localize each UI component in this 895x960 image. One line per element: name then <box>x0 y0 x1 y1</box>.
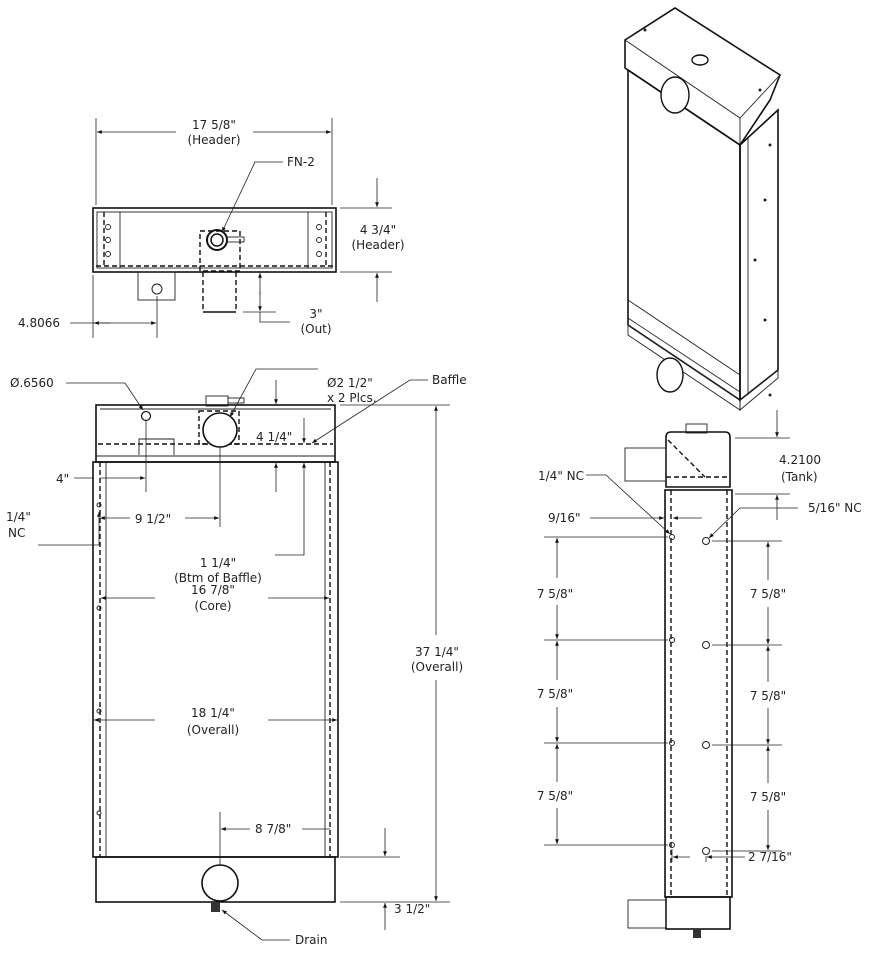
dim-tank-note: (Tank) <box>781 470 818 484</box>
side-view: 4.2100 (Tank) 1/4" NC 5/16" NC 9/16" 7 5… <box>537 410 862 938</box>
isometric-view <box>624 7 781 411</box>
dim-header-width: 17 5/8" <box>192 118 236 132</box>
dim-pitch-right-3: 7 5/8" <box>750 790 786 804</box>
dim-pitch-right-2: 7 5/8" <box>750 689 786 703</box>
dim-tank: 4.2100 <box>779 453 821 467</box>
label-nc-left-1: 1/4" <box>6 510 31 524</box>
inlet-pipe <box>202 412 238 448</box>
side-core <box>664 489 733 898</box>
dim-pitch-left-1: 7 5/8" <box>537 587 573 601</box>
dim-header-depth: 4 3/4" <box>360 223 396 237</box>
label-nc-quarter: 1/4" NC <box>538 469 584 483</box>
front-view: Ø.6560 Ø2 1/2" x 2 Plcs. Baffle 4 1/4" 1… <box>6 368 467 947</box>
dim-btm-baffle-note: (Btm of Baffle) <box>174 571 262 585</box>
iso-core-front <box>627 68 741 402</box>
dim-pitch-left-2: 7 5/8" <box>537 687 573 701</box>
mount-bracket <box>137 271 176 301</box>
dim-header-width-note: (Header) <box>187 133 240 147</box>
dim-pipe-qty: x 2 Plcs. <box>327 391 377 405</box>
dim-core-width: 16 7/8" <box>191 583 235 597</box>
outlet-pipe <box>201 864 239 902</box>
dim-hole-dia: Ø.6560 <box>10 376 54 390</box>
dim-hole-offset: 4" <box>56 472 69 486</box>
fill-neck-cap-icon <box>206 229 228 251</box>
dim-bottom-pipe-offset: 8 7/8" <box>255 822 291 836</box>
dim-right-offset: 2 7/16" <box>748 850 792 864</box>
side-bottom-tank <box>665 896 731 930</box>
dim-overall-height-note: (Overall) <box>411 660 463 674</box>
dim-overall-width-note: (Overall) <box>187 723 239 737</box>
label-baffle: Baffle <box>432 373 467 387</box>
label-nc-five-sixteenth: 5/16" NC <box>808 501 862 515</box>
side-top-tank <box>665 431 731 488</box>
core <box>92 461 339 858</box>
dim-bottom-tank: 3 1/2" <box>394 902 430 916</box>
dim-pitch-right-1: 7 5/8" <box>750 587 786 601</box>
dim-pipe-offset: 9 1/2" <box>135 512 171 526</box>
dim-overall-height: 37 1/4" <box>415 645 459 659</box>
dim-bracket-offset: 4.8066 <box>18 316 60 330</box>
dim-overall-width: 18 1/4" <box>191 706 235 720</box>
dim-btm-baffle: 1 1/4" <box>200 556 236 570</box>
dim-pitch-left-3: 7 5/8" <box>537 789 573 803</box>
drain-plug-icon <box>211 902 220 912</box>
label-drain: Drain <box>295 933 327 947</box>
dim-outlet-note: (Out) <box>300 322 331 336</box>
dim-core-note: (Core) <box>194 599 231 613</box>
dim-left-offset: 9/16" <box>548 511 580 525</box>
top-view: 17 5/8" (Header) FN-2 4 3/4" (Header) 3"… <box>18 118 405 338</box>
dim-baffle-height: 4 1/4" <box>256 430 292 444</box>
header-outline <box>92 207 337 273</box>
dim-outlet: 3" <box>309 307 322 321</box>
dim-header-depth-note: (Header) <box>351 238 404 252</box>
label-nc-left-2: NC <box>8 526 25 540</box>
label-fn2: FN-2 <box>287 155 315 169</box>
dim-pipe-dia: Ø2 1/2" <box>327 376 373 390</box>
